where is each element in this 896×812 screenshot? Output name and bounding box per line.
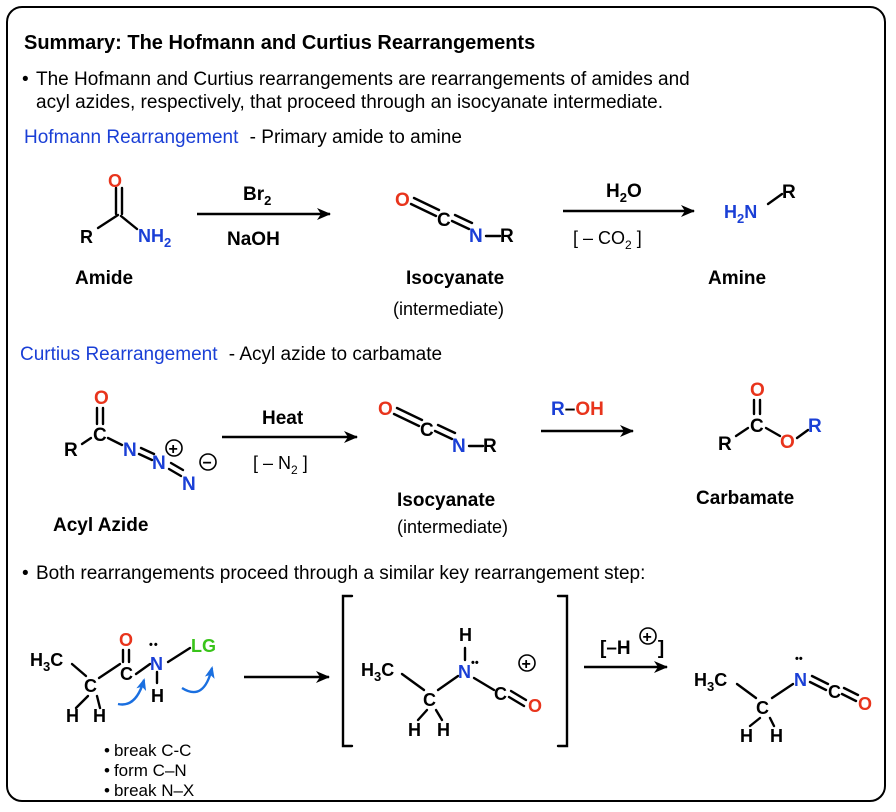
svg-text:H: H bbox=[770, 726, 783, 746]
page-title: Summary: The Hofmann and Curtius Rearran… bbox=[24, 32, 535, 54]
reagent-n2-loss: [ – N2 ] bbox=[253, 453, 308, 477]
svg-text:O: O bbox=[750, 380, 765, 401]
svg-text:N: N bbox=[150, 654, 163, 674]
svg-text:H: H bbox=[459, 625, 472, 645]
svg-text:••: •• bbox=[795, 653, 803, 665]
curved-arrow-migration bbox=[117, 678, 147, 706]
intro-bullet: • bbox=[22, 69, 29, 90]
reagent-co2-loss: [ – CO2 ] bbox=[573, 228, 642, 252]
svg-text:H: H bbox=[437, 720, 450, 740]
isocyanate-note-2: (intermediate) bbox=[397, 517, 508, 537]
note-break-nx: •break N–X bbox=[104, 781, 194, 800]
svg-text:+: + bbox=[169, 441, 178, 458]
mechanism-reactant: H3C C H H O C N •• H LG bbox=[30, 630, 216, 726]
carbamate-label: Carbamate bbox=[696, 488, 794, 509]
svg-text:R: R bbox=[483, 436, 497, 457]
svg-text:O: O bbox=[378, 399, 393, 420]
svg-text:H3C: H3C bbox=[30, 650, 63, 674]
svg-text:H: H bbox=[408, 720, 421, 740]
svg-text:O: O bbox=[528, 696, 542, 716]
svg-text:R: R bbox=[500, 226, 514, 247]
svg-text:O: O bbox=[395, 190, 410, 211]
amine-label: Amine bbox=[708, 268, 766, 289]
svg-text:H3C: H3C bbox=[361, 660, 394, 684]
svg-text:N: N bbox=[152, 453, 166, 474]
svg-text:••: •• bbox=[149, 639, 159, 651]
svg-text:••: •• bbox=[471, 657, 479, 669]
reagent-naoh: NaOH bbox=[227, 229, 280, 250]
svg-text:N: N bbox=[469, 226, 483, 247]
svg-text:N: N bbox=[458, 662, 471, 682]
svg-text:C: C bbox=[756, 698, 769, 718]
note-break-cc: •break C-C bbox=[104, 741, 191, 760]
svg-text:−: − bbox=[203, 455, 212, 472]
svg-text:O: O bbox=[108, 171, 122, 191]
isocyanate-note-1: (intermediate) bbox=[393, 299, 504, 319]
intro-line-2: acyl azides, respectively, that proceed … bbox=[36, 92, 663, 113]
svg-text:N: N bbox=[452, 436, 466, 457]
svg-text:O: O bbox=[94, 388, 109, 409]
amine-structure: H2N R bbox=[724, 182, 796, 226]
mechanism-product: H3C C H H N •• C O bbox=[694, 653, 872, 746]
svg-text:O: O bbox=[858, 694, 872, 714]
intro-line-1: The Hofmann and Curtius rearrangements a… bbox=[36, 69, 690, 90]
svg-text:R: R bbox=[80, 227, 93, 247]
svg-text:H: H bbox=[66, 706, 79, 726]
svg-text:C: C bbox=[828, 682, 841, 702]
leaving-group: LG bbox=[191, 636, 216, 656]
mechanism-intermediate: H3C C H H N •• H C + O bbox=[361, 625, 542, 740]
curtius-heading: Curtius Rearrangement - Acyl azide to ca… bbox=[20, 344, 442, 365]
acyl-azide-label: Acyl Azide bbox=[53, 515, 148, 536]
reagent-minus-h: [–H ] bbox=[600, 638, 664, 659]
reagent-h2o: H2O bbox=[606, 181, 642, 205]
svg-text:C: C bbox=[420, 420, 434, 441]
svg-text:C: C bbox=[120, 664, 133, 684]
summary-frame bbox=[6, 6, 886, 802]
amide-structure: O R NH2 bbox=[80, 171, 171, 250]
carbamate-structure: O C R O R bbox=[718, 380, 822, 455]
svg-text:C: C bbox=[84, 676, 97, 696]
svg-text:O: O bbox=[119, 630, 133, 650]
hofmann-heading: Hofmann Rearrangement - Primary amide to… bbox=[24, 127, 462, 148]
svg-text:O: O bbox=[780, 432, 795, 453]
svg-text:H2N: H2N bbox=[724, 202, 757, 226]
svg-text:H: H bbox=[151, 686, 164, 706]
isocyanate-label-2: Isocyanate bbox=[397, 490, 495, 511]
curved-arrow-lg-departure bbox=[181, 666, 215, 694]
mechanism-bullet: • bbox=[22, 563, 29, 584]
note-form-cn: •form C–N bbox=[104, 761, 187, 780]
svg-text:R: R bbox=[808, 416, 822, 437]
amide-label: Amide bbox=[75, 268, 133, 289]
reagent-heat: Heat bbox=[262, 408, 304, 429]
mechanism-bullet-text: Both rearrangements proceed through a si… bbox=[36, 563, 645, 584]
svg-text:N: N bbox=[123, 440, 137, 461]
proton-charge-sign: + bbox=[643, 629, 652, 646]
svg-text:R: R bbox=[64, 440, 78, 461]
svg-text:C: C bbox=[494, 684, 507, 704]
svg-text:C: C bbox=[437, 210, 451, 231]
svg-text:H: H bbox=[740, 726, 753, 746]
svg-text:H3C: H3C bbox=[694, 670, 727, 694]
isocyanate-structure-2: O C N R bbox=[378, 399, 497, 457]
svg-text:N: N bbox=[182, 474, 196, 495]
svg-text:C: C bbox=[750, 416, 764, 437]
svg-text:C: C bbox=[423, 690, 436, 710]
svg-text:H: H bbox=[93, 706, 106, 726]
svg-text:R: R bbox=[718, 434, 732, 455]
acyl-azide-structure: O C R N N + N − bbox=[64, 388, 217, 495]
reagent-roh: R–OH bbox=[551, 399, 604, 420]
svg-text:R: R bbox=[782, 182, 796, 203]
reagent-br2: Br2 bbox=[243, 184, 271, 208]
proton-charge-circle bbox=[639, 627, 657, 645]
isocyanate-structure-1: O C N R bbox=[395, 190, 514, 247]
isocyanate-label-1: Isocyanate bbox=[406, 268, 504, 289]
svg-text:N: N bbox=[794, 670, 807, 690]
svg-text:+: + bbox=[522, 656, 531, 673]
bracket-right bbox=[556, 594, 569, 748]
svg-text:C: C bbox=[93, 425, 107, 446]
bracket-left bbox=[341, 594, 354, 748]
svg-text:NH2: NH2 bbox=[138, 226, 171, 250]
